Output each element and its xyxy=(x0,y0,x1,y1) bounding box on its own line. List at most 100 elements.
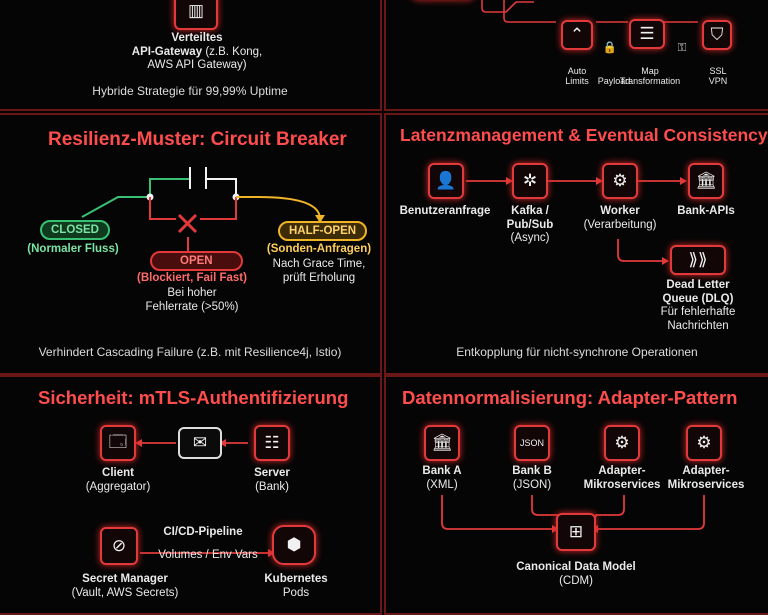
user-icon: 👤 xyxy=(428,163,464,199)
mapping-icon: ☰ xyxy=(629,19,665,49)
bank-text: Bank-APIs xyxy=(677,205,735,217)
bank-b-text-1: Bank B xyxy=(512,465,552,477)
half-open-note-1: Nach Grace Time, xyxy=(272,258,366,270)
adapter-gear-icon-1: ⚙ xyxy=(604,425,640,461)
adapter-2-text-a: Adapter- xyxy=(682,465,730,477)
circuit-breaker-diagram xyxy=(81,167,325,251)
gateway-icon: ▥ xyxy=(174,0,218,30)
panel-latency: Latenzmanagement & Eventual Consistency … xyxy=(384,113,768,375)
bank-b-label: Bank B (JSON) xyxy=(498,465,566,492)
feature-ssl-vpn: SSL VPN xyxy=(696,66,740,86)
latency-caption: Entkopplung für nicht-synchrone Operatio… xyxy=(456,345,698,359)
feature-ssl-label-1: SSL xyxy=(709,66,727,76)
dlq-text-4: Nachrichten xyxy=(667,319,729,332)
user-text: Benutzeranfrage xyxy=(399,205,491,217)
mtls-connectors xyxy=(135,439,275,557)
feature-map-label-2: Transformation xyxy=(619,76,681,86)
client-text-1: Client xyxy=(102,467,134,479)
cdm-icon: ⊞ xyxy=(556,513,596,551)
worker-text-1: Worker xyxy=(600,205,640,217)
latency-connectors xyxy=(466,177,687,265)
cdm-text-2: (CDM) xyxy=(559,574,593,587)
json-file-icon: JSON xyxy=(514,425,550,461)
client-label: Client (Aggregator) xyxy=(70,467,166,494)
volumes-label: Volumes / Env Vars xyxy=(158,549,258,561)
bank-b-text-2: (JSON) xyxy=(512,478,552,491)
server-text-1: Server xyxy=(254,467,290,479)
adapter-gear-icon-2: ⚙ xyxy=(686,425,722,461)
open-note-1: Bei hoher xyxy=(167,287,217,299)
user-label: Benutzeranfrage xyxy=(386,205,504,219)
kafka-label: Kafka / Pub/Sub (Async) xyxy=(490,205,570,246)
half-open-state-desc: (Sonden-Anfragen) xyxy=(266,243,372,255)
feature-map-label-1: Map xyxy=(641,66,659,76)
bank-icon: 🏛 xyxy=(688,163,724,199)
half-open-note-2: prüft Erholung xyxy=(282,271,356,284)
feature-map-transformation: Map Transformation xyxy=(610,66,690,86)
gear-icon: ⚙ xyxy=(602,163,638,199)
gateway-name: API-Gateway xyxy=(131,45,203,58)
cdm-label: Canonical Data Model (CDM) xyxy=(496,561,656,588)
circuit-breaker-caption: Verhindert Cascading Failure (z.B. mit R… xyxy=(38,345,342,359)
kubernetes-label: Kubernetes Pods xyxy=(256,573,336,600)
bank-a-icon: 🏛 xyxy=(424,425,460,461)
dlq-text-2: Queue (DLQ) xyxy=(662,292,734,305)
panel-gateway-features: ⌃ 🔒 ☰ ⚿ ⛉ Auto Limits Payload Map Transf… xyxy=(384,0,768,111)
closed-state-badge: CLOSED xyxy=(40,220,110,240)
dlq-icon: ⟫⟫ xyxy=(670,245,726,275)
panel-circuit-breaker: Resilienz-Muster: Circuit Breaker CLOSED… xyxy=(0,113,382,375)
gateway-examples-1: (z.B. Kong, xyxy=(205,45,263,58)
feature-key-icon-wrap: ⚿ xyxy=(674,42,690,56)
pulse-icon: ⌃ xyxy=(561,20,593,50)
shield-lock-icon: ⛉ xyxy=(702,20,732,50)
pipeline-text: CI/CD-Pipeline xyxy=(163,526,243,538)
secret-text-1: Secret Manager xyxy=(82,573,168,585)
key-icon: ⚿ xyxy=(677,42,687,54)
panel-mtls: Sicherheit: mTLS-Authentifizierung 🗔 ✉ ☷… xyxy=(0,375,382,615)
feature-payload: Payload xyxy=(589,76,639,86)
mtls-title: Sicherheit: mTLS-Authentifizierung xyxy=(38,387,349,408)
kubernetes-icon: ⬢ xyxy=(272,525,316,565)
bank-a-text-2: (XML) xyxy=(426,478,458,491)
client-text-2: (Aggregator) xyxy=(85,480,151,493)
kafka-text-2: Pub/Sub xyxy=(506,218,554,231)
bank-label: Bank-APIs xyxy=(666,205,746,219)
open-state-badge: OPEN xyxy=(150,251,243,271)
worker-text-2: (Verarbeitung) xyxy=(583,218,657,231)
dlq-text-1: Dead Letter xyxy=(666,279,730,291)
adapter-label-1: Adapter- Mikroservices xyxy=(578,465,666,492)
adapter-label-2: Adapter- Mikroservices xyxy=(662,465,750,492)
adapter-1-text-b: Mikroservices xyxy=(583,478,661,491)
server-label: Server (Bank) xyxy=(236,467,308,494)
server-icon: ☷ xyxy=(254,425,290,461)
kafka-text-1: Kafka / xyxy=(511,205,549,217)
k8s-text-1: Kubernetes xyxy=(264,573,328,585)
adapter-connectors xyxy=(441,495,705,533)
feature-auto-label-2: Limits xyxy=(565,76,589,86)
dlq-text-3: Für fehlerhafte xyxy=(660,306,736,318)
adapter-1-text-a: Adapter- xyxy=(598,465,646,477)
bank-a-label: Bank A (XML) xyxy=(408,465,476,492)
worker-label: Worker (Verarbeitung) xyxy=(574,205,666,232)
latency-title: Latenzmanagement & Eventual Consistency xyxy=(400,125,768,145)
lock-icon: 🔒 xyxy=(602,42,618,54)
gateway-examples-2: AWS API Gateway) xyxy=(147,59,247,71)
half-open-note: Nach Grace Time, prüft Erholung xyxy=(262,258,376,285)
secret-text-2: (Vault, AWS Secrets) xyxy=(71,586,179,599)
dlq-label: Dead Letter Queue (DLQ) Für fehlerhafte … xyxy=(648,279,748,333)
feature-lock-icon-wrap: 🔒 xyxy=(602,42,618,56)
secret-manager-icon: ⊘ xyxy=(100,527,138,565)
gateway-caption: Hybride Strategie für 99,99% Uptime xyxy=(92,84,288,98)
client-browser-icon: 🗔 xyxy=(100,425,136,461)
feature-ssl-label-2: VPN xyxy=(708,76,728,86)
certificate-icon: ✉ xyxy=(178,427,222,459)
kafka-icon: ✲ xyxy=(512,163,548,199)
panel-adapter: Datennormalisierung: Adapter-Pattern 🏛 J… xyxy=(384,375,768,615)
gateway-title: Verteiltes xyxy=(171,32,223,44)
features-connectors xyxy=(481,0,698,23)
circuit-breaker-title: Resilienz-Muster: Circuit Breaker xyxy=(48,129,347,150)
cdm-text-1: Canonical Data Model xyxy=(516,561,636,573)
kafka-text-3: (Async) xyxy=(510,232,550,244)
half-open-state-badge: HALF-OPEN xyxy=(278,221,368,241)
open-state-desc: (Blockiert, Fail Fast) xyxy=(137,272,247,284)
